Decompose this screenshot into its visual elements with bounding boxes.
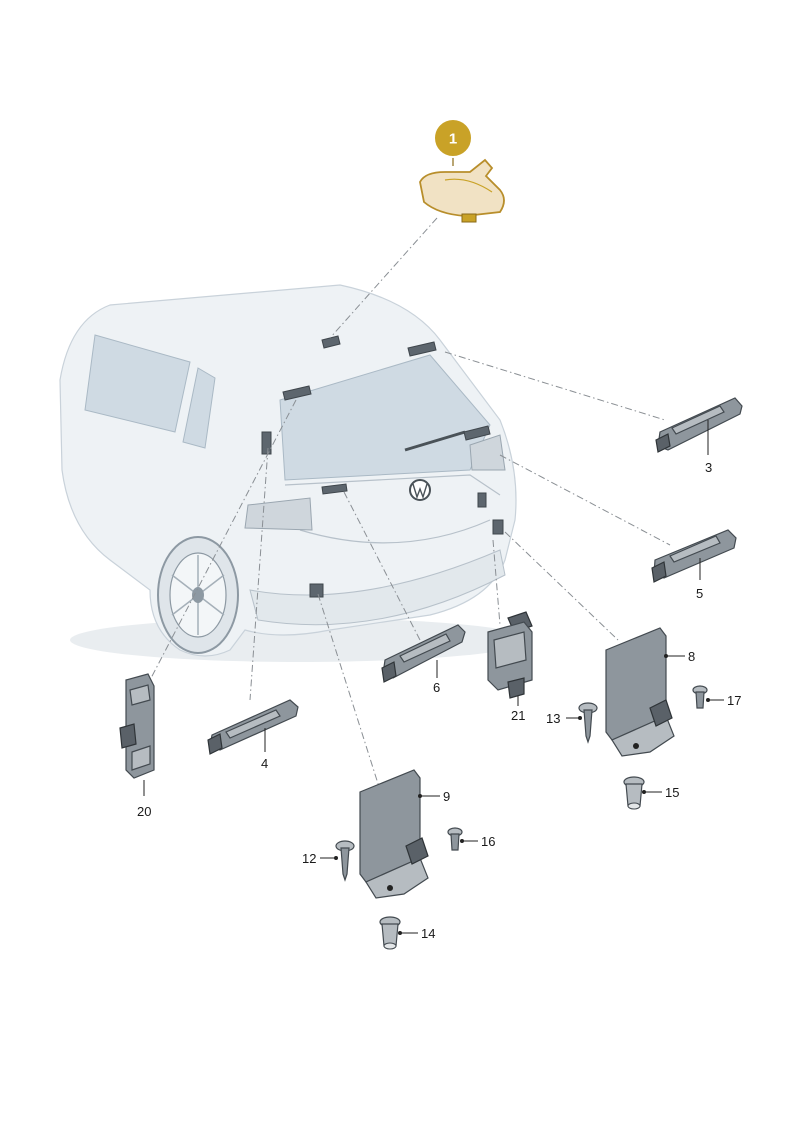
leader-lines xyxy=(149,217,671,791)
callout-label-12: 12 xyxy=(302,851,316,866)
part-16-clip[interactable] xyxy=(447,827,463,851)
part-3-sensor-module[interactable] xyxy=(655,397,743,455)
callout-label-9: 9 xyxy=(443,789,450,804)
callout-label-8: 8 xyxy=(688,649,695,664)
callout-label-20: 20 xyxy=(137,804,151,819)
callout-label-13: 13 xyxy=(546,711,560,726)
part-13-screw[interactable] xyxy=(578,702,598,744)
part-21-control-module[interactable] xyxy=(487,611,533,706)
callout-badge-1[interactable]: 1 xyxy=(433,118,473,158)
callout-label-17: 17 xyxy=(727,693,741,708)
car-rear-view xyxy=(59,284,530,662)
callout-label-14: 14 xyxy=(421,926,435,941)
part-20-control-module[interactable] xyxy=(119,673,155,796)
part-5-sensor-module[interactable] xyxy=(651,529,737,583)
callout-label-4: 4 xyxy=(261,756,268,771)
part-14-nut[interactable] xyxy=(379,916,401,950)
part-1-roof-antenna[interactable] xyxy=(419,152,505,223)
callout-label-6: 6 xyxy=(433,680,440,695)
part-4-sensor-module[interactable] xyxy=(207,699,299,755)
callout-label-15: 15 xyxy=(665,785,679,800)
part-15-nut[interactable] xyxy=(623,776,645,810)
part-12-screw[interactable] xyxy=(335,840,355,882)
callout-label-1: 1 xyxy=(449,131,457,148)
part-9-bracket[interactable] xyxy=(359,769,429,899)
callout-label-3: 3 xyxy=(705,460,712,475)
callout-label-21: 21 xyxy=(511,708,525,723)
callout-label-16: 16 xyxy=(481,834,495,849)
part-17-clip[interactable] xyxy=(692,685,708,709)
part-8-bracket[interactable] xyxy=(605,627,675,757)
callout-label-5: 5 xyxy=(696,586,703,601)
part-6-sensor-module[interactable] xyxy=(381,624,466,683)
